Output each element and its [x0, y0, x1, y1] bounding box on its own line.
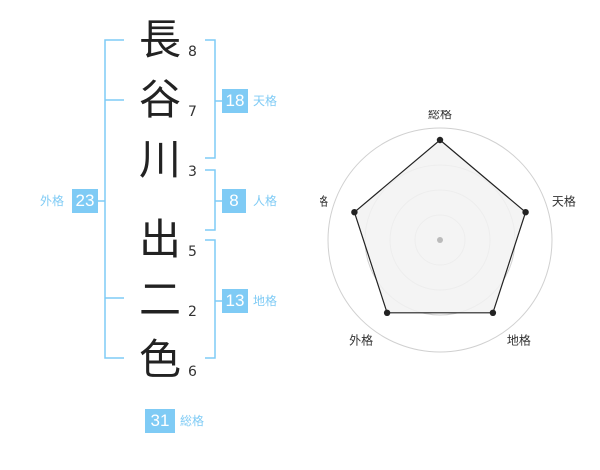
gaikaku-value: 23 — [72, 189, 98, 213]
radar-points — [351, 136, 529, 317]
radar-point — [383, 309, 391, 317]
tenkaku-bracket — [205, 39, 216, 159]
jinkaku-bracket — [205, 169, 216, 231]
chikaku-bracket — [205, 239, 216, 359]
stroke-count: 2 — [188, 304, 197, 320]
radar-axis-label: 天格 — [552, 194, 576, 209]
gaikaku-bracket — [104, 39, 124, 359]
gaikaku-bracket-mid — [105, 99, 124, 299]
tenkaku-value: 18 — [222, 89, 248, 113]
gaikaku-label: 外格 — [40, 194, 65, 208]
stroke-count: 5 — [188, 244, 197, 260]
stroke-count: 8 — [188, 44, 197, 60]
radar-axis-label: 地格 — [507, 332, 531, 347]
stroke-count: 7 — [188, 104, 197, 120]
radar-axis-label: 総格 — [428, 110, 452, 121]
chikaku-value: 13 — [222, 289, 248, 313]
name-char: 長 — [138, 15, 181, 64]
radar-point — [351, 208, 358, 216]
name-char: 川 — [138, 135, 181, 184]
radar-ring — [327, 127, 553, 353]
radar-point — [522, 208, 529, 216]
jinkaku-value: 8 — [222, 189, 246, 213]
stroke-count: 3 — [188, 164, 197, 180]
name-char: 谷 — [138, 75, 181, 124]
soukaku-label: 総格 — [180, 414, 205, 428]
chikaku-label: 地格 — [253, 294, 278, 308]
name-char: 出 — [138, 215, 181, 264]
radar-axis-label: 人格 — [320, 194, 328, 209]
soukaku-value: 31 — [145, 409, 175, 433]
radar-shape — [353, 139, 527, 314]
stroke-count: 6 — [188, 364, 197, 380]
radar-point — [489, 309, 497, 317]
name-char: 二 — [138, 275, 181, 324]
tenkaku-label: 天格 — [253, 94, 278, 108]
jinkaku-label: 人格 — [253, 194, 278, 208]
radar-point — [436, 136, 444, 144]
name-char: 色 — [138, 335, 181, 384]
radar-center-dot — [437, 237, 443, 243]
radar-axis-label: 外格 — [349, 332, 373, 347]
